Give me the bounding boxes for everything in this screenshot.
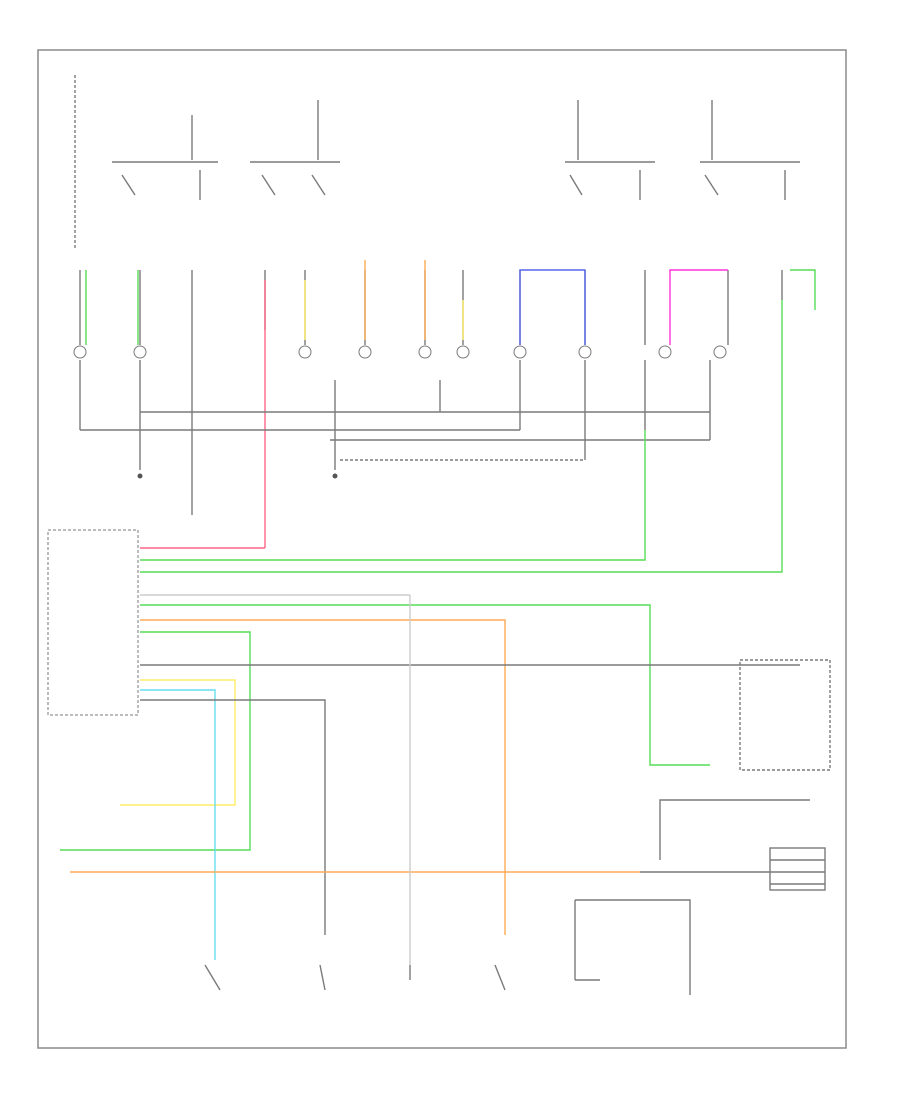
- control-module-box: [47, 529, 139, 716]
- module-wires: [60, 300, 800, 965]
- ground-symbols: [137, 473, 338, 479]
- power-feeds: [74, 75, 713, 250]
- relay-switches: [112, 161, 800, 200]
- colored-wires-top: [85, 260, 816, 548]
- ground-bus: [79, 360, 711, 470]
- connector-drops: [79, 270, 783, 515]
- right-switch-group: [659, 659, 831, 891]
- bottom-components: [204, 899, 691, 995]
- diagram-frame: [37, 49, 847, 1049]
- lamp-symbols: [73, 345, 727, 359]
